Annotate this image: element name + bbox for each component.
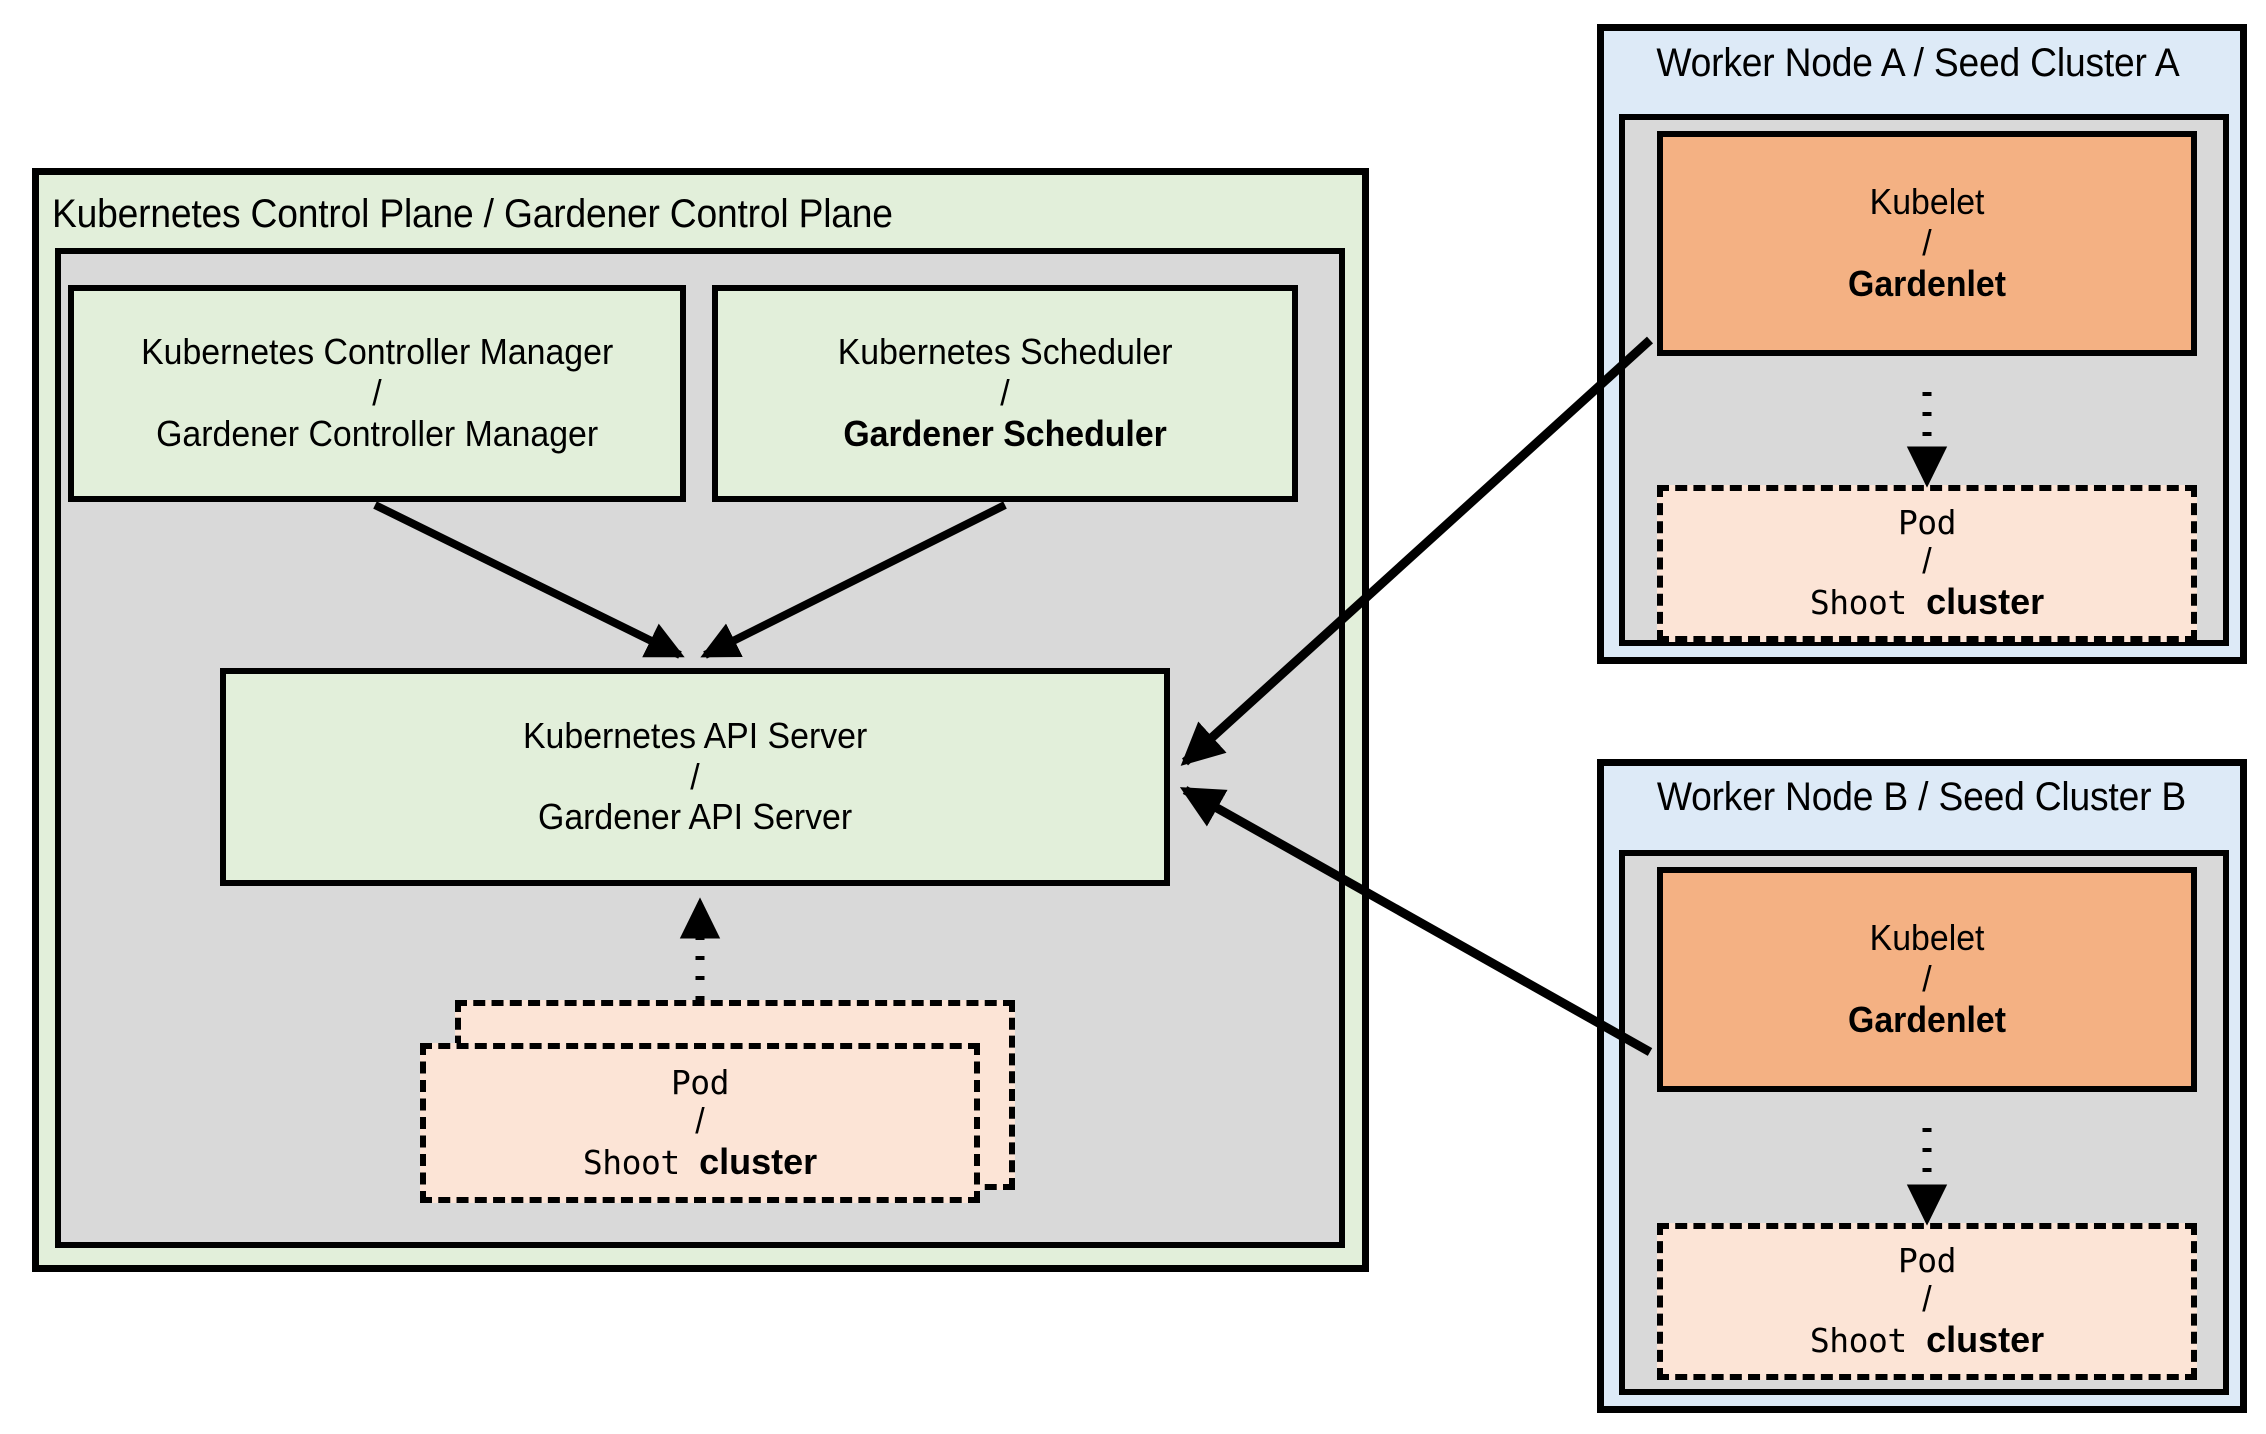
control-plane-pod-box[interactable]: Pod / Shoot cluster <box>420 1043 980 1203</box>
control-plane-pod-line-2: Shoot cluster <box>582 1140 818 1183</box>
seed-a-pod-cluster-text: cluster <box>1926 581 2045 623</box>
gardener-controller-manager-line: Gardener Controller Manager <box>155 412 599 454</box>
kubernetes-api-server-box[interactable]: Kubernetes API Server / Gardener API Ser… <box>220 668 1170 886</box>
seed-b-pod-line-2: Shoot cluster <box>1809 1319 2045 1361</box>
seed-a-kubelet-line-1: Kubelet <box>1869 181 1985 223</box>
kubernetes-scheduler-box[interactable]: Kubernetes Scheduler / Gardener Schedule… <box>712 285 1298 502</box>
seed-cluster-b-pod-box[interactable]: Pod / Shoot cluster <box>1657 1223 2197 1380</box>
control-plane-pod-cluster-text: cluster <box>699 1140 818 1182</box>
seed-b-kubelet-line-1: Kubelet <box>1869 917 1985 959</box>
scheduler-separator: / <box>1000 372 1010 414</box>
seed-cluster-a-pod-box[interactable]: Pod / Shoot cluster <box>1657 485 2197 642</box>
seed-b-pod-separator: / <box>1922 1278 1932 1320</box>
seed-a-pod-line-2: Shoot cluster <box>1809 581 2045 623</box>
seed-b-kubelet-separator: / <box>1922 958 1932 1000</box>
seed-a-kubelet-separator: / <box>1922 222 1932 264</box>
seed-a-pod-shoot-text: Shoot <box>1809 583 1927 623</box>
control-plane-pod-line-1: Pod <box>670 1062 730 1102</box>
seed-b-gardenlet-line: Gardenlet <box>1848 998 2006 1040</box>
seed-b-pod-cluster-text: cluster <box>1926 1319 2045 1361</box>
seed-cluster-a-kubelet-box[interactable]: Kubelet / Gardenlet <box>1657 131 2197 356</box>
control-plane-title: Kubernetes Control Plane / Gardener Cont… <box>52 192 893 236</box>
controller-manager-line-1: Kubernetes Controller Manager <box>140 331 614 373</box>
control-plane-pod-separator: / <box>695 1099 705 1141</box>
gardener-api-server-line: Gardener API Server <box>537 796 853 838</box>
api-server-separator: / <box>690 755 700 797</box>
api-server-line-1: Kubernetes API Server <box>522 714 868 756</box>
seed-b-pod-shoot-text: Shoot <box>1809 1321 1927 1361</box>
gardener-scheduler-line: Gardener Scheduler <box>843 412 1167 454</box>
seed-cluster-b-kubelet-box[interactable]: Kubelet / Gardenlet <box>1657 867 2197 1092</box>
seed-a-gardenlet-line: Gardenlet <box>1848 262 2006 304</box>
seed-a-pod-separator: / <box>1922 540 1932 582</box>
kubernetes-controller-manager-box[interactable]: Kubernetes Controller Manager / Gardener… <box>68 285 686 502</box>
seed-cluster-b-title: Worker Node B / Seed Cluster B <box>1656 775 2187 819</box>
seed-a-pod-line-1: Pod <box>1897 503 1957 543</box>
controller-manager-separator: / <box>372 372 382 414</box>
scheduler-line-1: Kubernetes Scheduler <box>837 331 1173 373</box>
control-plane-pod-shoot-text: Shoot <box>582 1142 700 1182</box>
seed-cluster-a-title: Worker Node A / Seed Cluster A <box>1656 41 2180 85</box>
seed-b-pod-line-1: Pod <box>1897 1241 1957 1281</box>
